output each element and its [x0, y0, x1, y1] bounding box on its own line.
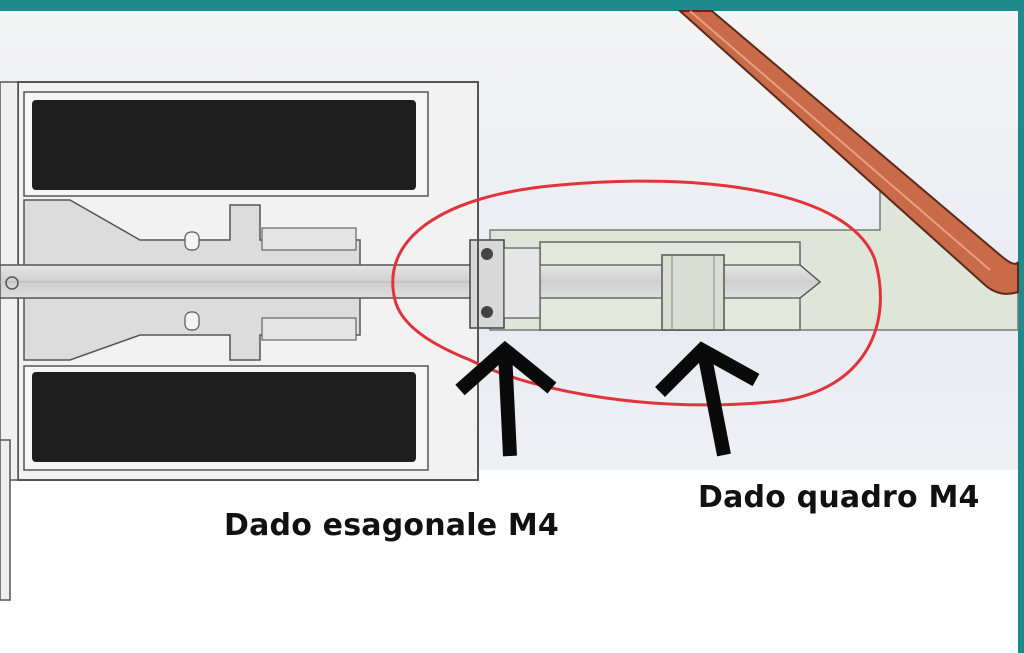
shaft-end-mark	[5, 276, 19, 290]
lower-white-area	[0, 470, 1024, 653]
square-nut	[661, 254, 725, 331]
slot-top	[184, 231, 200, 251]
square-nut-label: Dado quadro M4	[698, 480, 980, 515]
right-frame-bar	[1018, 0, 1024, 653]
hex-nut-detail-top	[481, 248, 493, 260]
hex-nut-label: Dado esagonale M4	[224, 508, 560, 543]
bushing-bottom	[261, 317, 357, 341]
bushing-top	[261, 227, 357, 251]
top-frame-bar	[0, 0, 1024, 11]
washer	[503, 247, 541, 319]
arrow-hex-nut	[455, 340, 557, 457]
diagonal-bar-highlight	[689, 10, 991, 271]
slot-bottom	[184, 311, 200, 331]
lower-magnet	[32, 372, 416, 462]
diagonal-bar	[677, 10, 1019, 295]
arrow-square-nut	[655, 341, 760, 457]
upper-magnet	[32, 100, 416, 190]
hex-nut-detail-bottom	[481, 306, 493, 318]
left-bracket	[0, 439, 11, 601]
